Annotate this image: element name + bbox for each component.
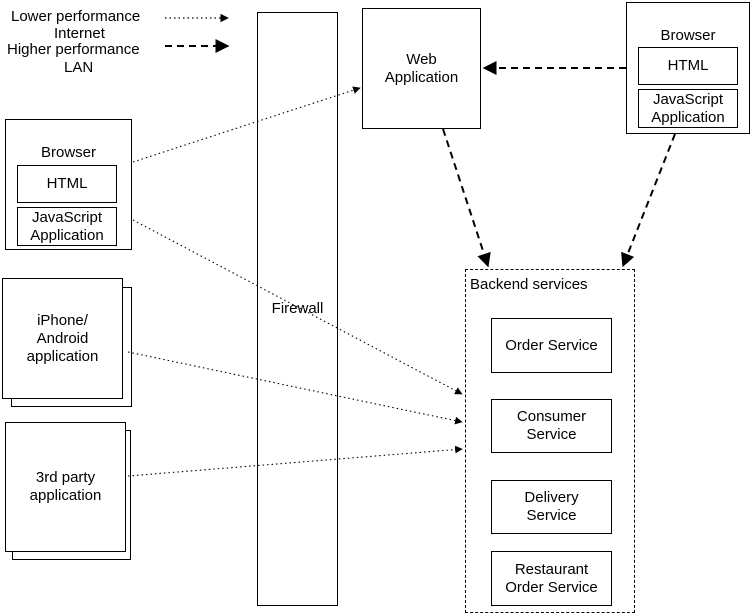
browser-left-title: Browser (40, 144, 96, 161)
browser-right-html: HTML (638, 47, 738, 85)
backend-services-group: Backend services Order Service Consumer … (465, 269, 635, 613)
mobile-app-label: iPhone/ Android application (26, 311, 99, 365)
legend-lan: LAN (64, 59, 94, 76)
browser-left-js-label: JavaScript Application (30, 208, 104, 244)
edge-web-app-to-backend (442, 128, 491, 268)
browser-left-html-label: HTML (46, 175, 88, 192)
restaurant-order-service-label: Restaurant Order Service (505, 560, 598, 596)
edge-third-party-to-backend (127, 445, 463, 477)
edge-browser-left-to-backend (132, 219, 463, 395)
consumer-service: Consumer Service (491, 399, 612, 453)
order-service-label: Order Service (505, 336, 598, 354)
third-party-app-box: 3rd party application (5, 422, 126, 552)
browser-right-js-label: JavaScript Application (651, 90, 725, 126)
firewall-label: Firewall (271, 300, 324, 317)
order-service: Order Service (491, 318, 612, 373)
consumer-service-label: Consumer Service (516, 408, 587, 443)
browser-right-js: JavaScript Application (638, 89, 738, 128)
browser-left-js: JavaScript Application (17, 207, 117, 246)
backend-services-title: Backend services (470, 276, 588, 293)
browser-left: Browser HTML JavaScript Application (5, 119, 132, 250)
legend-internet: Internet (54, 25, 105, 42)
delivery-service: Delivery Service (491, 480, 612, 534)
third-party-app-label: 3rd party application (29, 469, 102, 504)
delivery-service-label: Delivery Service (524, 489, 579, 524)
web-application-box: Web Application (362, 8, 481, 129)
restaurant-order-service: Restaurant Order Service (491, 551, 612, 606)
mobile-app-box: iPhone/ Android application (2, 278, 123, 399)
legend-higher-performance: Higher performance (7, 41, 140, 58)
edge-mobile-to-backend (127, 351, 463, 425)
browser-right: Browser HTML JavaScript Application (626, 2, 750, 134)
browser-right-html-label: HTML (667, 57, 709, 74)
edge-browser-right-to-backend (621, 133, 676, 268)
legend-lower-performance: Lower performance (11, 8, 141, 25)
firewall-box: Firewall (257, 12, 338, 606)
edge-browser-left-to-web-app (132, 86, 361, 163)
browser-left-html: HTML (17, 165, 117, 203)
browser-right-title: Browser (660, 27, 716, 44)
web-application-label: Web Application (384, 50, 459, 86)
